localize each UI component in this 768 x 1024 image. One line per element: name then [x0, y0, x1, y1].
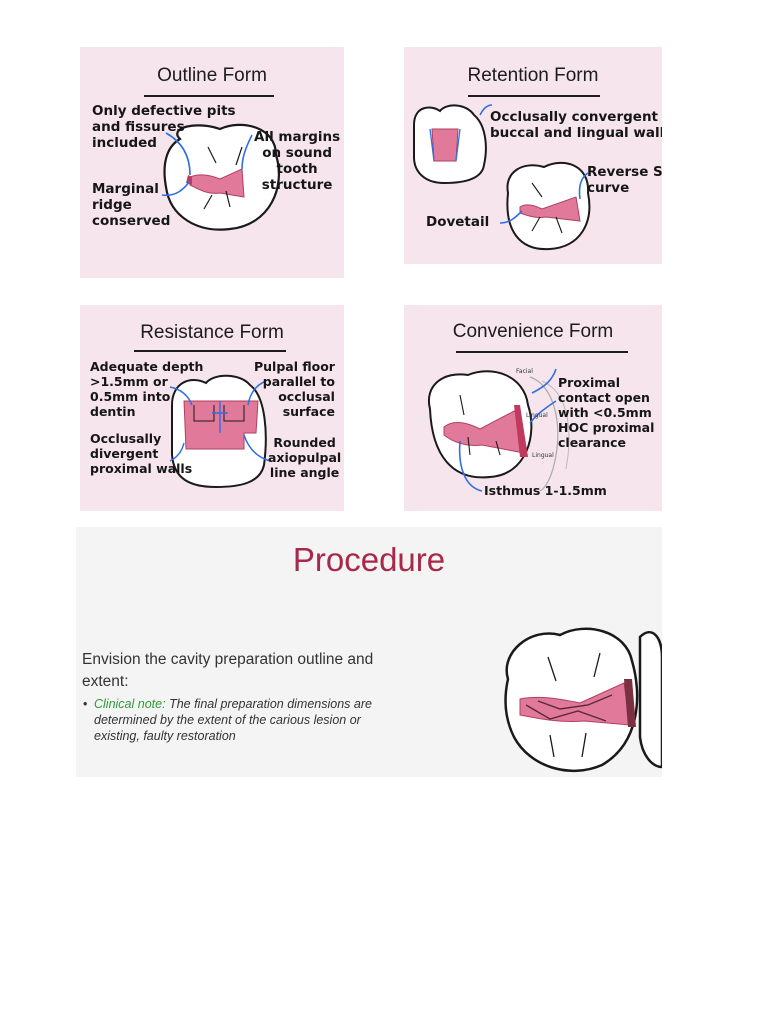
convenience-form-panel: Convenience Form Facial Lingual Lingual …	[404, 305, 662, 511]
label-isthmus: Isthmus 1-1.5mm	[484, 483, 607, 498]
clinical-note-bullet: • Clinical note: The final preparation d…	[83, 697, 372, 743]
tag-lingual-upper: Lingual	[526, 412, 548, 419]
procedure-title: Procedure	[292, 541, 446, 578]
label-adequate-depth: Adequate depth >1.5mm or 0.5mm into dent…	[90, 359, 204, 419]
procedure-body-text: Envision the cavity preparation outline …	[82, 651, 374, 690]
procedure-tooth-illustration	[504, 627, 662, 773]
outline-form-title: Outline Form	[157, 65, 267, 86]
tag-lingual-lower: Lingual	[532, 452, 554, 459]
resistance-form-panel: Resistance Form Adequate depth >1.5mm or…	[80, 305, 344, 511]
retention-form-rule	[468, 95, 600, 97]
label-reverse-s-curve: Reverse S curve	[587, 164, 662, 196]
procedure-section: Procedure Envision the cavity preparatio…	[76, 527, 662, 777]
convenience-form-title: Convenience Form	[452, 321, 614, 342]
clinical-note-label: Clinical note:	[94, 697, 166, 711]
label-all-margins: All margins on sound tooth structure	[254, 129, 341, 193]
outline-form-rule	[144, 95, 274, 97]
resistance-form-title: Resistance Form	[140, 322, 284, 343]
retention-tooth-illustration	[413, 104, 591, 251]
convenience-form-rule	[456, 351, 628, 353]
retention-form-panel: Retention Form Occlusally convergent buc…	[404, 47, 662, 264]
resistance-form-rule	[134, 350, 286, 352]
label-occlusally-divergent: Occlusally divergent proximal walls	[90, 431, 193, 476]
resistance-tooth-illustration	[169, 374, 271, 489]
retention-form-title: Retention Form	[467, 65, 599, 86]
convenience-tooth-illustration: Facial Lingual Lingual	[427, 368, 570, 492]
label-marginal-ridge: Marginal ridge conserved	[92, 181, 171, 229]
outline-form-panel: Outline Form Only defective pits and fis…	[80, 47, 344, 278]
label-dovetail: Dovetail	[426, 214, 490, 230]
label-proximal-contact: Proximal contact open with <0.5mm HOC pr…	[558, 375, 655, 450]
label-rounded-axiopulpal: Rounded axiopulpal line angle	[268, 435, 342, 480]
clinical-note-text: The final preparation dimensions are det…	[94, 697, 372, 743]
outline-tooth-illustration	[161, 123, 280, 231]
label-occlusally-convergent: Occlusally convergent buccal and lingual…	[490, 109, 662, 141]
tag-facial: Facial	[516, 368, 533, 375]
label-pulpal-floor: Pulpal floor parallel to occlusal surfac…	[254, 359, 335, 419]
label-only-defective-pits: Only defective pits and fissures include…	[92, 103, 236, 151]
